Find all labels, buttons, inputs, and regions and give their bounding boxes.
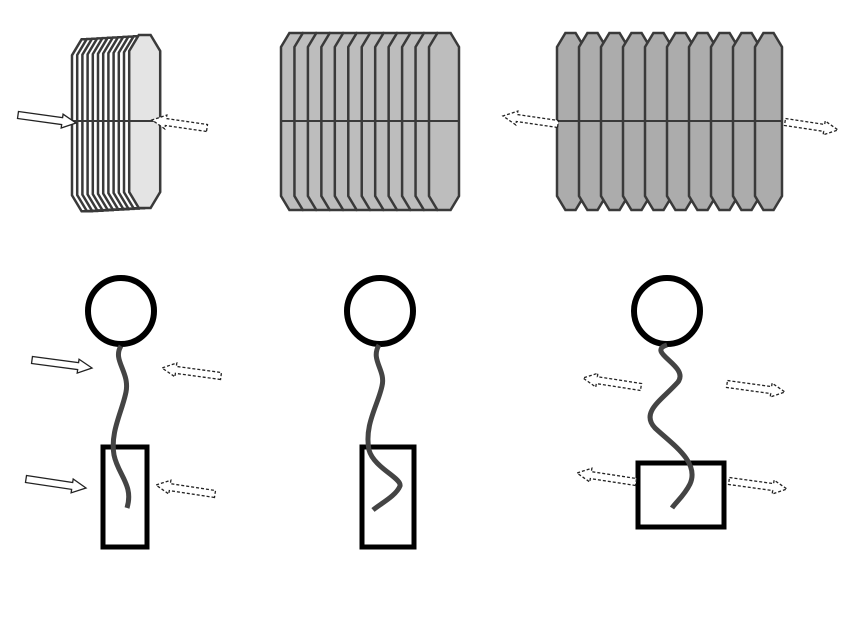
dashed-arrow-icon (727, 476, 789, 495)
bead-middle (344, 275, 416, 347)
dashed-arrow-icon (783, 117, 840, 136)
dashed-arrow-icon (501, 110, 560, 129)
dashed-arrow-icon (154, 479, 217, 499)
bead-right (631, 275, 703, 347)
tethered-particles (85, 275, 727, 550)
box-middle (359, 444, 417, 550)
box-left (100, 444, 150, 550)
force-arrows (16, 110, 840, 499)
strand-right (647, 342, 695, 510)
dashed-arrow-icon (150, 114, 209, 133)
strand-middle (365, 343, 403, 512)
plate-stacks (70, 31, 784, 213)
solid-arrow-icon (16, 110, 78, 129)
solid-arrow-icon (24, 474, 88, 494)
dashed-arrow-icon (575, 467, 638, 487)
dashed-arrow-icon (725, 379, 787, 398)
dashed-arrow-icon (581, 372, 643, 392)
box-right (635, 460, 727, 530)
strand-left (110, 344, 132, 509)
solid-arrow-icon (30, 355, 94, 375)
stack-medium (279, 31, 461, 212)
stack-extended (555, 31, 784, 212)
dashed-arrow-icon (160, 361, 223, 381)
bead-left (85, 275, 157, 347)
stack-compressed (70, 33, 163, 213)
